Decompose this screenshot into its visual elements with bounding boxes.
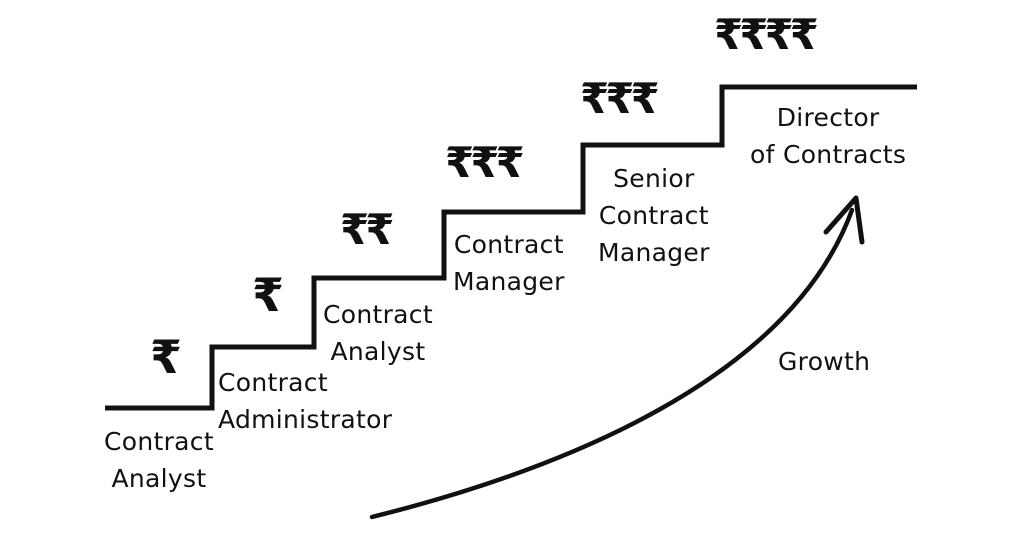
salary-step-4: ₹₹₹ bbox=[445, 138, 525, 187]
step-5-label: Senior Contract Manager bbox=[598, 160, 710, 271]
step-5-line-2: Contract bbox=[598, 201, 709, 230]
step-6-label: Director of Contracts bbox=[750, 99, 906, 173]
step-1-line-2: Analyst bbox=[111, 464, 207, 493]
step-4-line-1: Contract bbox=[453, 230, 564, 259]
step-6-line-2: of Contracts bbox=[750, 140, 907, 169]
step-3-line-2: Analyst bbox=[330, 337, 426, 366]
step-4-line-2: Manager bbox=[453, 267, 565, 296]
staircase-line bbox=[105, 84, 917, 411]
salary-step-5: ₹₹₹ bbox=[580, 74, 660, 123]
step-2-line-2: Administrator bbox=[218, 405, 393, 434]
step-5-line-3: Manager bbox=[598, 238, 710, 267]
step-6-line-1: Director bbox=[776, 103, 880, 132]
salary-step-3: ₹₹ bbox=[340, 205, 394, 254]
growth-arrowhead-icon bbox=[823, 195, 865, 245]
growth-arrow-curve bbox=[369, 207, 855, 520]
step-3-label: Contract Analyst bbox=[323, 296, 433, 370]
salary-step-6: ₹₹₹₹ bbox=[714, 10, 819, 59]
salary-step-1: ₹ bbox=[150, 330, 183, 384]
growth-label: Growth bbox=[778, 347, 871, 376]
step-3-line-1: Contract bbox=[323, 300, 433, 329]
step-4-label: Contract Manager bbox=[453, 226, 565, 300]
step-5-line-1: Senior bbox=[613, 164, 695, 193]
salary-step-2: ₹ bbox=[252, 268, 285, 322]
step-1-label: Contract Analyst bbox=[104, 423, 214, 497]
step-2-label: Contract Administrator bbox=[218, 364, 392, 438]
step-1-line-1: Contract bbox=[104, 427, 214, 456]
step-2-line-1: Contract bbox=[218, 368, 328, 397]
